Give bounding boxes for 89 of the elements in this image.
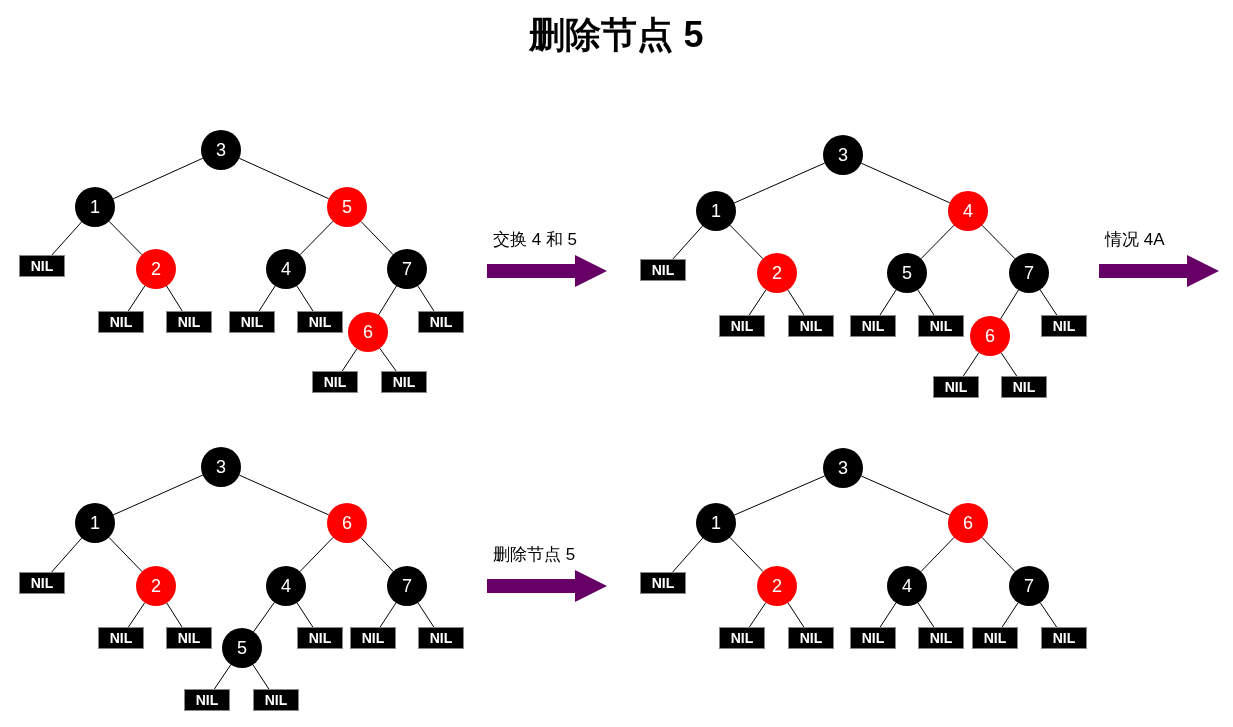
nil-leaf: NIL	[312, 371, 358, 393]
tree-edge	[112, 474, 204, 516]
tree-edge	[238, 157, 330, 200]
tree-edge	[1000, 352, 1018, 377]
tree-edge	[166, 285, 183, 312]
tree-edge	[860, 475, 951, 516]
nil-leaf: NIL	[850, 627, 896, 649]
tree-edge	[417, 602, 435, 628]
nil-leaf: NIL	[1041, 627, 1087, 649]
tree-edge	[296, 602, 314, 628]
nil-leaf: NIL	[640, 572, 686, 594]
nil-leaf: NIL	[719, 627, 765, 649]
tree-edge	[379, 347, 397, 372]
tree-edge	[299, 220, 334, 256]
nil-leaf: NIL	[918, 315, 964, 337]
tree-edge	[108, 220, 143, 256]
nil-leaf: NIL	[381, 371, 427, 393]
tree-edge	[748, 289, 767, 316]
nil-leaf: NIL	[297, 311, 343, 333]
nil-leaf: NIL	[98, 627, 144, 649]
nil-leaf: NIL	[166, 311, 212, 333]
nil-leaf: NIL	[184, 689, 230, 711]
tree-edge	[253, 601, 275, 633]
tree-edge	[1039, 289, 1058, 316]
tree-edge	[981, 536, 1016, 573]
tree-edge	[360, 537, 394, 572]
tree-edge	[1000, 289, 1019, 320]
nil-leaf: NIL	[98, 311, 144, 333]
tree-edge	[378, 285, 397, 316]
nil-leaf: NIL	[918, 627, 964, 649]
tree-edge	[733, 475, 826, 516]
tree-edge	[729, 536, 764, 573]
tree-edge	[258, 285, 276, 312]
nil-leaf: NIL	[229, 311, 275, 333]
tree-edge	[213, 664, 232, 690]
tree-edge	[51, 221, 83, 256]
nil-leaf: NIL	[850, 315, 896, 337]
nil-leaf: NIL	[788, 315, 834, 337]
tree-edge	[879, 289, 897, 316]
tree-edge	[1039, 602, 1058, 628]
nil-leaf: NIL	[19, 255, 65, 277]
tree-edge	[917, 602, 935, 628]
nil-leaf: NIL	[297, 627, 343, 649]
nil-leaf: NIL	[719, 315, 765, 337]
tree-edge	[672, 537, 704, 573]
nil-leaf: NIL	[166, 627, 212, 649]
tree-edge	[920, 536, 955, 573]
nil-leaf: NIL	[418, 311, 464, 333]
tree-edge	[112, 157, 204, 200]
tree-edge	[379, 602, 397, 628]
tree-edge	[127, 285, 146, 312]
tree-edge	[729, 224, 764, 260]
tree-edge	[1001, 602, 1019, 628]
tree-edge	[127, 602, 146, 628]
tree-edge	[166, 602, 183, 628]
tree-edge	[787, 602, 805, 628]
tree-edge	[296, 285, 314, 312]
nil-leaf: NIL	[350, 627, 396, 649]
nil-leaf: NIL	[640, 259, 686, 281]
tree-edge	[917, 289, 935, 316]
step-label: 情况 4A	[1105, 229, 1165, 251]
nil-leaf: NIL	[19, 572, 65, 594]
tree-edge	[51, 537, 83, 573]
tree-edge	[920, 224, 955, 260]
tree-edge	[238, 474, 330, 516]
nil-leaf: NIL	[1041, 315, 1087, 337]
tree-edge	[733, 162, 826, 204]
tree-edge	[417, 285, 435, 312]
tree-edge	[360, 220, 394, 256]
tree-edge	[252, 664, 270, 690]
tree-edge	[981, 224, 1016, 260]
tree-edge	[860, 162, 951, 204]
tree-edge	[748, 602, 767, 628]
nil-leaf: NIL	[418, 627, 464, 649]
nil-leaf: NIL	[972, 627, 1018, 649]
tree-edge	[341, 348, 358, 372]
step-label: 删除节点 5	[493, 544, 576, 566]
step-label: 交换 4 和 5	[493, 229, 578, 251]
nil-leaf: NIL	[788, 627, 834, 649]
nil-leaf: NIL	[1001, 376, 1047, 398]
tree-edge	[879, 602, 897, 628]
title: 删除节点 5	[529, 13, 704, 57]
tree-edge	[962, 352, 980, 377]
tree-edge	[672, 225, 704, 260]
tree-edge	[108, 536, 143, 573]
tree-edge	[787, 289, 805, 316]
nil-leaf: NIL	[253, 689, 299, 711]
nil-leaf: NIL	[933, 376, 979, 398]
tree-edge	[299, 536, 334, 573]
